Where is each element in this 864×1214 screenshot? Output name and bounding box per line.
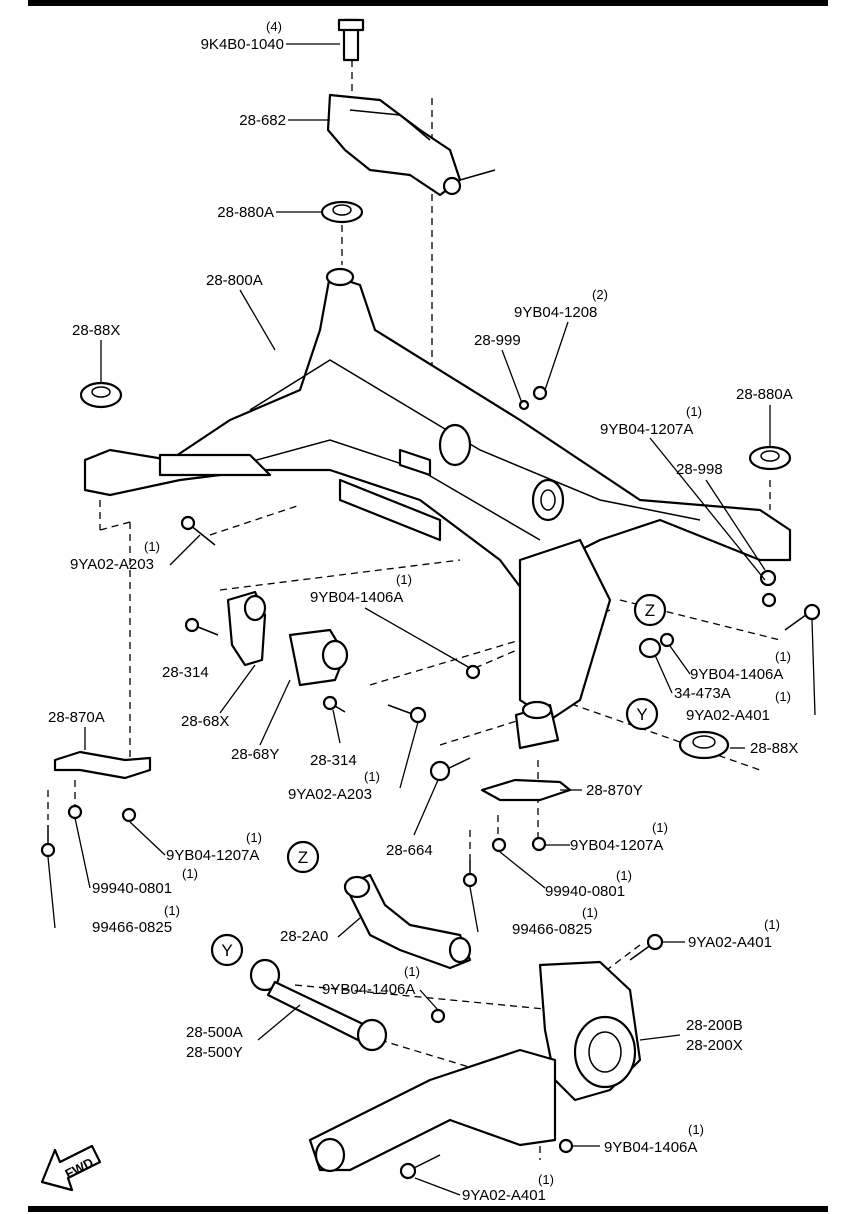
qty-9YA02-A401-right: (1): [775, 689, 791, 704]
upper-control-arm: [343, 873, 472, 970]
leader-lines: [47, 43, 816, 1196]
label-28-68X: 28-68X: [181, 713, 229, 730]
qty-9YA02-A401-knuckle: (1): [764, 917, 780, 932]
qty-9YB04-1406A-bottom: (1): [688, 1122, 704, 1137]
qty-9YB04-1406A-right: (1): [775, 649, 791, 664]
qty-9YB04-1207A-right: (1): [652, 820, 668, 835]
label-9YB04-1207A-right: 9YB04-1207A: [570, 837, 663, 854]
label-28-682: 28-682: [239, 112, 286, 129]
label-9YB04-1406A-center: 9YB04-1406A: [310, 589, 403, 606]
qty-9YA02-A203-center: (1): [364, 769, 380, 784]
label-28-998: 28-998: [676, 461, 723, 478]
label-28-880A-top: 28-880A: [217, 204, 274, 221]
label-28-870A: 28-870A: [48, 709, 105, 726]
label-99466-0825-right: 99466-0825: [512, 921, 592, 938]
forward-arrow-icon: FWD: [40, 1144, 102, 1192]
callout-letter: Z: [645, 601, 655, 620]
qty-9YB04-1207A-top: (1): [686, 404, 702, 419]
bottom-border: [28, 1206, 828, 1212]
label-28-999: 28-999: [474, 332, 521, 349]
qty-99466-0825-left: (1): [164, 903, 180, 918]
label-28-664: 28-664: [386, 842, 433, 859]
mount-bushings: [79, 200, 792, 760]
label-9YB04-1207A-top: 9YB04-1207A: [600, 421, 693, 438]
label-28-870Y: 28-870Y: [586, 782, 643, 799]
label-9YA02-A203-center: 9YA02-A203: [288, 786, 372, 803]
label-28-2A0: 28-2A0: [280, 928, 328, 945]
qty-9YB04-1207A-left: (1): [246, 830, 262, 845]
lateral-link: [249, 958, 388, 1052]
qty-9YA02-A401-bottom: (1): [538, 1172, 554, 1187]
label-28-880A-right: 28-880A: [736, 386, 793, 403]
label-9YA02-A401-right: 9YA02-A401: [686, 707, 770, 724]
label-9YB04-1406A-link: 9YB04-1406A: [322, 981, 415, 998]
label-9YB04-1406A-bottom: 9YB04-1406A: [604, 1139, 697, 1156]
qty-99940-0801-right: (1): [616, 868, 632, 883]
label-99466-0825-left: 99466-0825: [92, 919, 172, 936]
callout-letter: Z: [298, 848, 308, 867]
callout-y-top: Y: [625, 697, 659, 731]
label-99940-0801-right: 99940-0801: [545, 883, 625, 900]
callout-z-top: Z: [633, 593, 667, 627]
label-28-500Y: 28-500Y: [186, 1044, 243, 1061]
label-28-500A: 28-500A: [186, 1024, 243, 1041]
callout-letter: Y: [636, 705, 647, 724]
top-border: [28, 0, 828, 6]
label-28-314-center: 28-314: [310, 752, 357, 769]
label-9YB04-1207A-left: 9YB04-1207A: [166, 847, 259, 864]
differential-mount-bracket: [326, 18, 496, 197]
label-28-200B: 28-200B: [686, 1017, 743, 1034]
part-labels: (4) 9K4B0-1040 28-682 28-880A 28-800A 28…: [48, 19, 798, 1204]
rear-knuckle: [308, 960, 642, 1173]
label-9YB04-1406A-right: 9YB04-1406A: [690, 666, 783, 683]
link-brackets: [53, 590, 572, 802]
label-9YA02-A401-knuckle: 9YA02-A401: [688, 934, 772, 951]
callout-y-bottom: Y: [210, 933, 244, 967]
qty-9YA02-A203-left: (1): [144, 539, 160, 554]
label-28-88X-right: 28-88X: [750, 740, 798, 757]
fasteners: [40, 385, 821, 1180]
qty-9YB04-1406A-center: (1): [396, 572, 412, 587]
label-34-473A: 34-473A: [674, 685, 731, 702]
qty-9YB04-1406A-link: (1): [404, 964, 420, 979]
label-28-200X: 28-200X: [686, 1037, 743, 1054]
label-9K4B0-1040: 9K4B0-1040: [201, 36, 284, 53]
label-9YB04-1208: 9YB04-1208: [514, 304, 597, 321]
label-99940-0801-left: 99940-0801: [92, 880, 172, 897]
qty-9YB04-1208: (2): [592, 287, 608, 302]
label-28-88X-left: 28-88X: [72, 322, 120, 339]
callout-letter: Y: [221, 941, 232, 960]
qty-99466-0825-right: (1): [582, 905, 598, 920]
label-9YA02-A401-bottom: 9YA02-A401: [462, 1187, 546, 1204]
rear-crossmember: [83, 267, 792, 722]
label-28-314-left: 28-314: [162, 664, 209, 681]
label-28-800A: 28-800A: [206, 272, 263, 289]
label-9YA02-A203-left: 9YA02-A203: [70, 556, 154, 573]
qty-9K4B0-1040: (4): [266, 19, 282, 34]
qty-99940-0801-left: (1): [182, 866, 198, 881]
callout-z-bottom: Z: [286, 840, 320, 874]
label-28-68Y: 28-68Y: [231, 746, 279, 763]
